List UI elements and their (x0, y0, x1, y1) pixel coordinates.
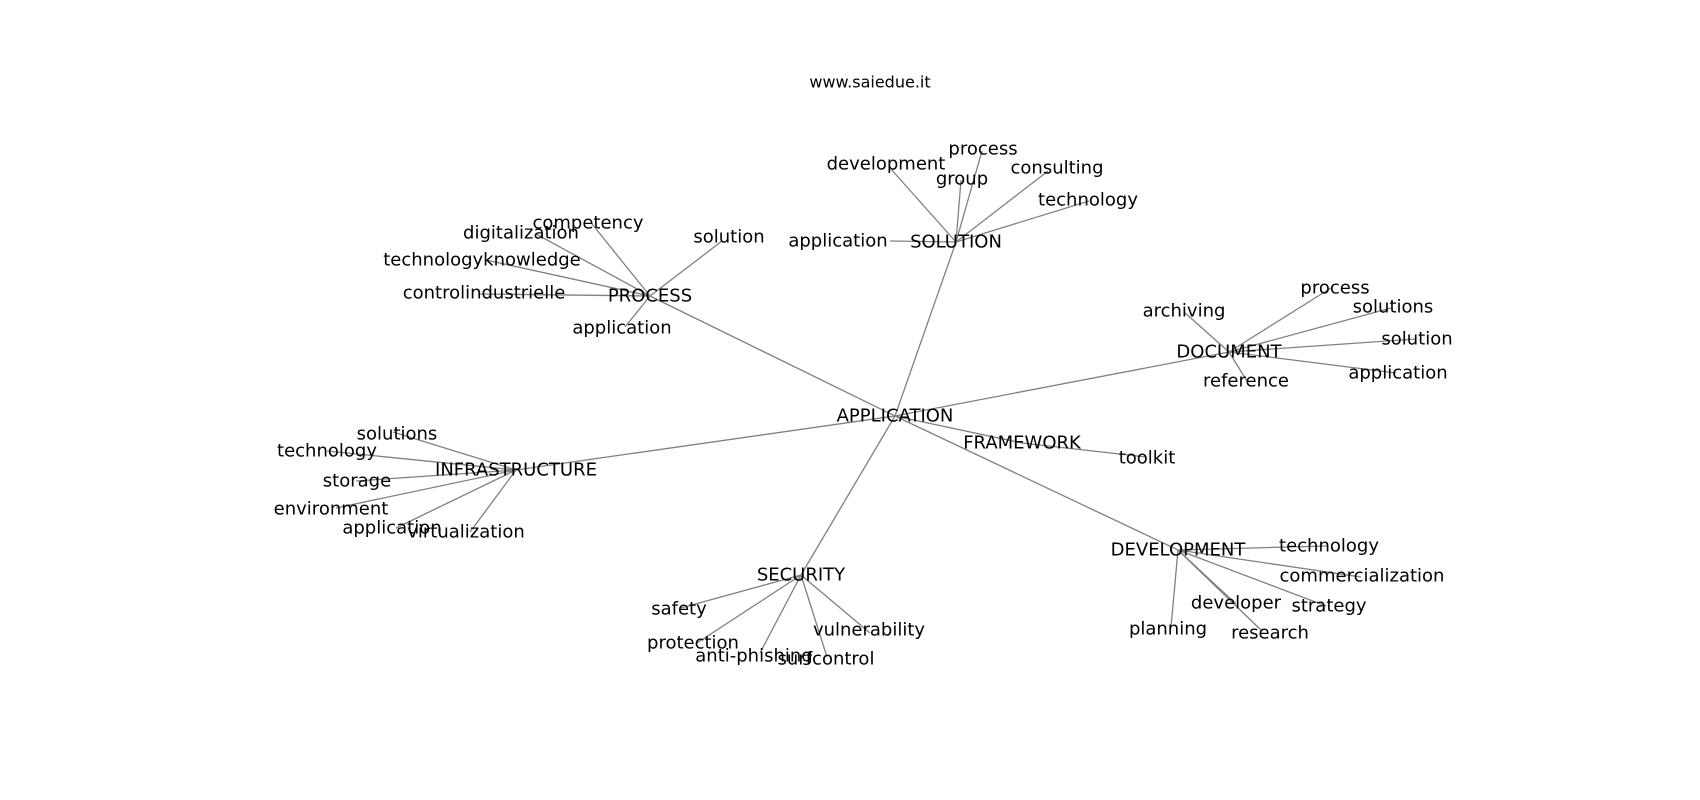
edge-process-competency (591, 223, 651, 297)
edge-process-controlindustrielle (479, 293, 651, 297)
edge-process-application (624, 295, 651, 328)
node-hub-solution: SOLUTION (910, 232, 1002, 253)
edge-security-safety (680, 574, 802, 609)
edge-development-strategy (1177, 549, 1327, 607)
node-leaf-solution-group: group (936, 169, 988, 190)
edge-solution-technology (955, 200, 1090, 243)
edge-solution-group (955, 179, 962, 243)
node-leaf-security-safety: safety (651, 599, 707, 620)
node-leaf-security-anti-phishing: anti-phishing (695, 646, 812, 667)
node-leaf-framework-toolkit: toolkit (1119, 448, 1176, 469)
edge-development-commercialization (1177, 549, 1362, 578)
node-hub-development: DEVELOPMENT (1111, 540, 1247, 561)
edge-solution-development (889, 167, 957, 243)
edge-document-process (1228, 287, 1332, 353)
node-leaf-infrastructure-environment: environment (274, 499, 389, 520)
node-hub-framework: FRAMEWORK (963, 433, 1082, 454)
edge-root-infrastructure (515, 415, 896, 471)
edge-infrastructure-technology (326, 450, 517, 471)
edge-development-research (1177, 549, 1263, 632)
node-leaf-infrastructure-technology: technology (277, 441, 377, 462)
edge-solution-process (955, 150, 983, 243)
edge-security-anti-phishing (759, 574, 802, 654)
node-leaf-infrastructure-storage: storage (323, 471, 391, 492)
node-leaf-solution-consulting: consulting (1011, 158, 1104, 179)
node-leaf-infrastructure-virtualization: virtualization (407, 522, 525, 543)
node-leaf-solution-process: process (948, 139, 1017, 160)
edge-root-process (649, 295, 896, 417)
node-leaf-document-reference: reference (1203, 371, 1289, 392)
node-leaf-infrastructure-application: application (342, 518, 441, 539)
edge-root-document (894, 351, 1230, 417)
node-leaf-process-controlindustrielle: controlindustrielle (403, 283, 566, 304)
edge-document-solutions (1228, 307, 1392, 353)
page-title: www.saiedue.it (809, 73, 930, 92)
node-leaf-document-application: application (1348, 363, 1447, 384)
node-leaf-security-surfcontrol: surfcontrol (778, 649, 875, 670)
node-leaf-document-process: process (1300, 278, 1369, 299)
edge-development-planning (1170, 549, 1179, 628)
edge-solution-application (889, 240, 957, 243)
node-leaf-solution-development: development (827, 154, 946, 175)
edge-infrastructure-solutions (392, 431, 517, 471)
edge-root-development (894, 415, 1179, 551)
node-leaf-document-solutions: solutions (1353, 297, 1434, 318)
node-leaf-development-planning: planning (1129, 619, 1207, 640)
edge-solution-consulting (955, 170, 1049, 243)
edge-security-protection (696, 574, 802, 644)
node-leaf-development-commercialization: commercialization (1280, 566, 1445, 587)
edge-document-solution (1228, 338, 1417, 353)
node-leaf-process-competency: competency (532, 213, 643, 234)
node-leaf-solution-technology: technology (1038, 190, 1138, 211)
node-leaf-security-vulnerability: vulnerability (813, 620, 925, 641)
edge-development-technology (1177, 545, 1328, 551)
edge-security-vulnerability (800, 574, 871, 634)
edge-infrastructure-storage (355, 469, 517, 482)
edge-root-framework (894, 415, 1023, 444)
node-hub-process: PROCESS (608, 286, 692, 307)
node-hub-document: DOCUMENT (1176, 342, 1282, 363)
edge-document-archiving (1183, 311, 1230, 353)
node-leaf-process-solution: solution (693, 227, 764, 248)
node-leaf-development-strategy: strategy (1291, 596, 1366, 617)
edge-infrastructure-virtualization (469, 469, 517, 533)
edge-framework-toolkit (1021, 442, 1147, 458)
node-hub-security: SECURITY (757, 565, 846, 586)
node-leaf-process-digitalization: digitalization (463, 223, 579, 244)
edge-process-solution (649, 240, 723, 297)
labels-layer: APPLICATION SOLUTION application developmen… (274, 139, 1453, 670)
node-leaf-solution-application: application (788, 231, 887, 252)
node-root: APPLICATION (837, 406, 954, 427)
edge-process-digitalization (535, 233, 651, 297)
edge-process-technologyknowledge (485, 259, 651, 297)
edge-infrastructure-environment (335, 469, 517, 509)
node-leaf-development-technology: technology (1279, 536, 1379, 557)
edge-security-surfcontrol (800, 574, 828, 658)
edge-root-security (800, 415, 896, 576)
node-leaf-infrastructure-solutions: solutions (357, 424, 438, 445)
edge-document-application (1228, 351, 1397, 374)
node-hub-infrastructure: INFRASTRUCTURE (435, 460, 597, 481)
node-leaf-development-developer: developer (1191, 593, 1282, 614)
edge-root-solution (894, 241, 957, 417)
edges-layer (326, 150, 1417, 658)
node-leaf-document-solution: solution (1381, 329, 1452, 350)
edge-document-reference (1228, 351, 1248, 382)
node-leaf-process-application: application (572, 318, 671, 339)
node-leaf-process-technologyknowledge: technologyknowledge (383, 250, 581, 271)
node-leaf-development-research: research (1231, 623, 1309, 644)
edge-infrastructure-application (395, 469, 517, 529)
node-leaf-security-protection: protection (647, 633, 739, 654)
node-leaf-document-archiving: archiving (1143, 301, 1226, 322)
